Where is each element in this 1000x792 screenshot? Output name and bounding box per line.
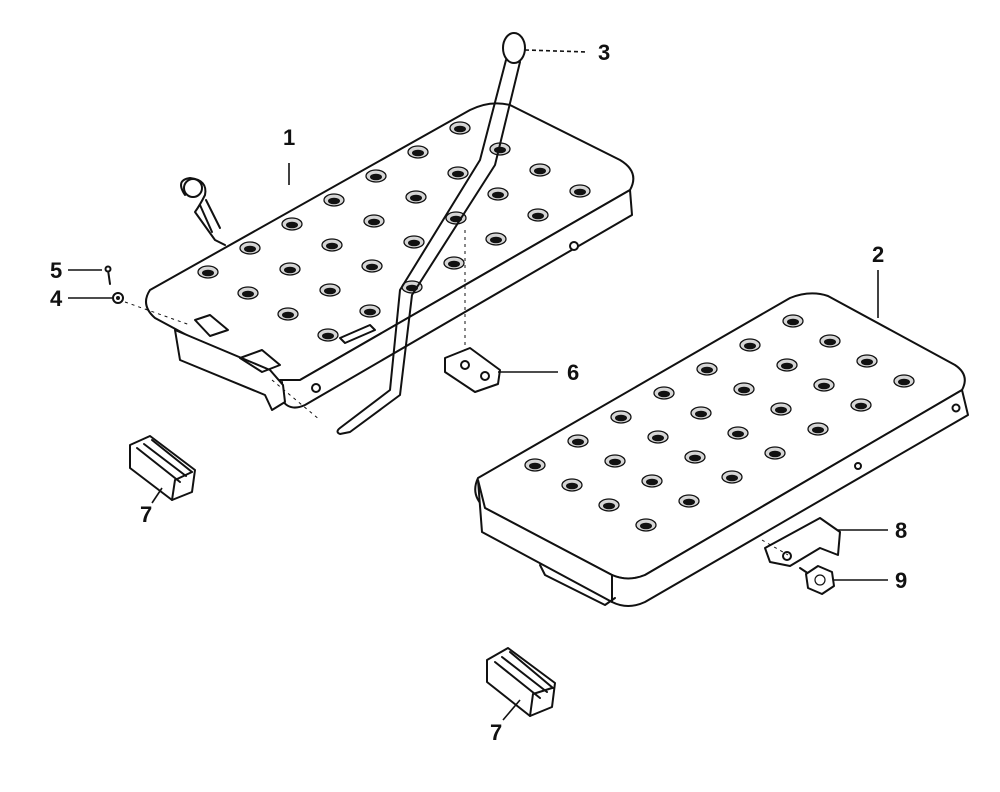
callout-2-label: 2: [872, 242, 884, 267]
footrest-1-end-bracket: [174, 329, 286, 411]
callout-1-label: 1: [283, 125, 295, 150]
dimple-hole-shadow: [202, 269, 214, 277]
dimple-hole-shadow: [242, 290, 254, 298]
dimple-hole-shadow: [775, 406, 787, 414]
dimple-hole-shadow: [370, 173, 382, 181]
callout-1: 1: [283, 125, 295, 185]
dimple-hole-shadow: [286, 221, 298, 229]
dimple-hole-shadow: [494, 146, 506, 154]
dimple-hole-shadow: [861, 358, 873, 366]
dimple-hole-shadow: [744, 342, 756, 350]
cap-part-7-upper: [129, 435, 196, 501]
dimple-hole-shadow: [490, 236, 502, 244]
dimple-hole-shadow: [408, 239, 420, 247]
callout-2: 2: [872, 242, 884, 318]
callout-7a: 7: [140, 487, 163, 527]
callout-8: 8: [838, 518, 907, 543]
pin-part-5: [104, 265, 112, 285]
dimple-hole-shadow: [452, 170, 464, 178]
plate-part-6: [444, 347, 501, 393]
dimple-hole-shadow: [410, 194, 422, 202]
footrest-1-holes: [197, 121, 591, 342]
callout-6: 6: [498, 360, 579, 385]
callout-8-label: 8: [895, 518, 907, 543]
dimple-hole-shadow: [683, 498, 695, 506]
dimple-hole-shadow: [818, 382, 830, 390]
bracket-part-8: [761, 517, 841, 567]
dimple-hole-shadow: [322, 332, 334, 340]
callout-7-lower-label: 7: [490, 720, 502, 745]
callout-9: 9: [834, 568, 907, 593]
footrest-2-holes: [524, 314, 915, 532]
dimple-hole-shadow: [646, 478, 658, 486]
callout-6-label: 6: [567, 360, 579, 385]
dimple-hole-shadow: [448, 260, 460, 268]
dimple-hole-shadow: [328, 197, 340, 205]
washer-part-4: [112, 292, 124, 304]
callout-7-upper-label: 7: [140, 502, 152, 527]
knob-handle: [180, 177, 226, 246]
dimple-hole-shadow: [787, 318, 799, 326]
rod-3-loop: [502, 32, 526, 64]
dimple-hole-shadow: [855, 402, 867, 410]
dimple-hole-shadow: [726, 474, 738, 482]
callout-4: 4: [50, 286, 112, 311]
dimple-hole-shadow: [738, 386, 750, 394]
callout-9-label: 9: [895, 568, 907, 593]
dimple-hole-shadow: [652, 434, 664, 442]
dimple-hole-shadow: [364, 308, 376, 316]
dimple-hole-shadow: [244, 245, 256, 253]
bolt-part-9: [799, 565, 835, 595]
callout-4-label: 4: [50, 286, 63, 311]
dimple-hole-shadow: [574, 188, 586, 196]
rod-3-shaft: [336, 59, 521, 435]
dimple-hole-shadow: [284, 266, 296, 274]
dimple-hole-shadow: [324, 287, 336, 295]
dimple-hole-shadow: [640, 522, 652, 530]
dimple-hole-shadow: [812, 426, 824, 434]
dimple-hole-shadow: [615, 414, 627, 422]
dimple-hole-shadow: [824, 338, 836, 346]
dimple-hole-shadow: [282, 311, 294, 319]
dimple-hole-shadow: [609, 458, 621, 466]
dimple-hole-shadow: [572, 438, 584, 446]
dimple-hole-shadow: [732, 430, 744, 438]
dimple-hole-shadow: [492, 191, 504, 199]
dimple-hole-shadow: [366, 263, 378, 271]
rod-part-3: [336, 32, 526, 435]
dimple-hole-shadow: [454, 125, 466, 133]
callout-5: 5: [50, 258, 102, 283]
cap-part-7-lower: [486, 647, 556, 717]
dimple-hole-shadow: [898, 378, 910, 386]
dimple-hole-shadow: [529, 462, 541, 470]
dimple-hole-shadow: [412, 149, 424, 157]
footrest-part-2: [474, 292, 969, 607]
dimple-hole-shadow: [326, 242, 338, 250]
dimple-hole-shadow: [534, 167, 546, 175]
footrest-2-side: [477, 389, 969, 607]
callout-3: 3: [524, 40, 610, 65]
dimple-hole-shadow: [603, 502, 615, 510]
dimple-hole-shadow: [566, 482, 578, 490]
dimple-hole-shadow: [695, 410, 707, 418]
dimple-hole-shadow: [769, 450, 781, 458]
dimple-hole-shadow: [781, 362, 793, 370]
dimple-hole-shadow: [689, 454, 701, 462]
dimple-hole-shadow: [532, 212, 544, 220]
dimple-hole-shadow: [658, 390, 670, 398]
callout-5-label: 5: [50, 258, 62, 283]
callout-3-label: 3: [598, 40, 610, 65]
dimple-hole-shadow: [368, 218, 380, 226]
footrest-part-1: [145, 102, 635, 411]
dimple-hole-shadow: [701, 366, 713, 374]
callout-7b: 7: [490, 699, 521, 745]
